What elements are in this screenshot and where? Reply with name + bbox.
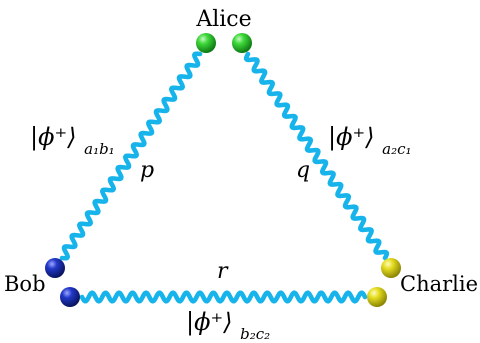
alice-particle-a1 [196,33,216,53]
alice-particle-a2 [232,33,252,53]
bob-label: Bob [4,272,46,296]
state-label-alice-charlie: |ϕ⁺⟩ a₂c₁ [328,123,412,158]
param-p-label: p [140,158,154,183]
entanglement-link-bob-charlie [79,290,368,304]
charlie-label: Charlie [400,272,478,296]
param-q-label: q [296,158,310,183]
charlie-particle-c1 [381,258,401,278]
alice-label: Alice [195,7,251,32]
state-label-bob-charlie: |ϕ⁺⟩ b₂c₂ [186,308,270,343]
param-r-label: r [217,259,229,284]
state-label-alice-bob: |ϕ⁺⟩ a₁b₁ [30,123,115,158]
entanglement-link-alice-bob [59,51,203,261]
bob-particle-b1 [45,258,65,278]
entanglement-link-alice-charlie [243,51,390,261]
charlie-particle-c2 [367,287,387,307]
bob-particle-b2 [60,287,80,307]
